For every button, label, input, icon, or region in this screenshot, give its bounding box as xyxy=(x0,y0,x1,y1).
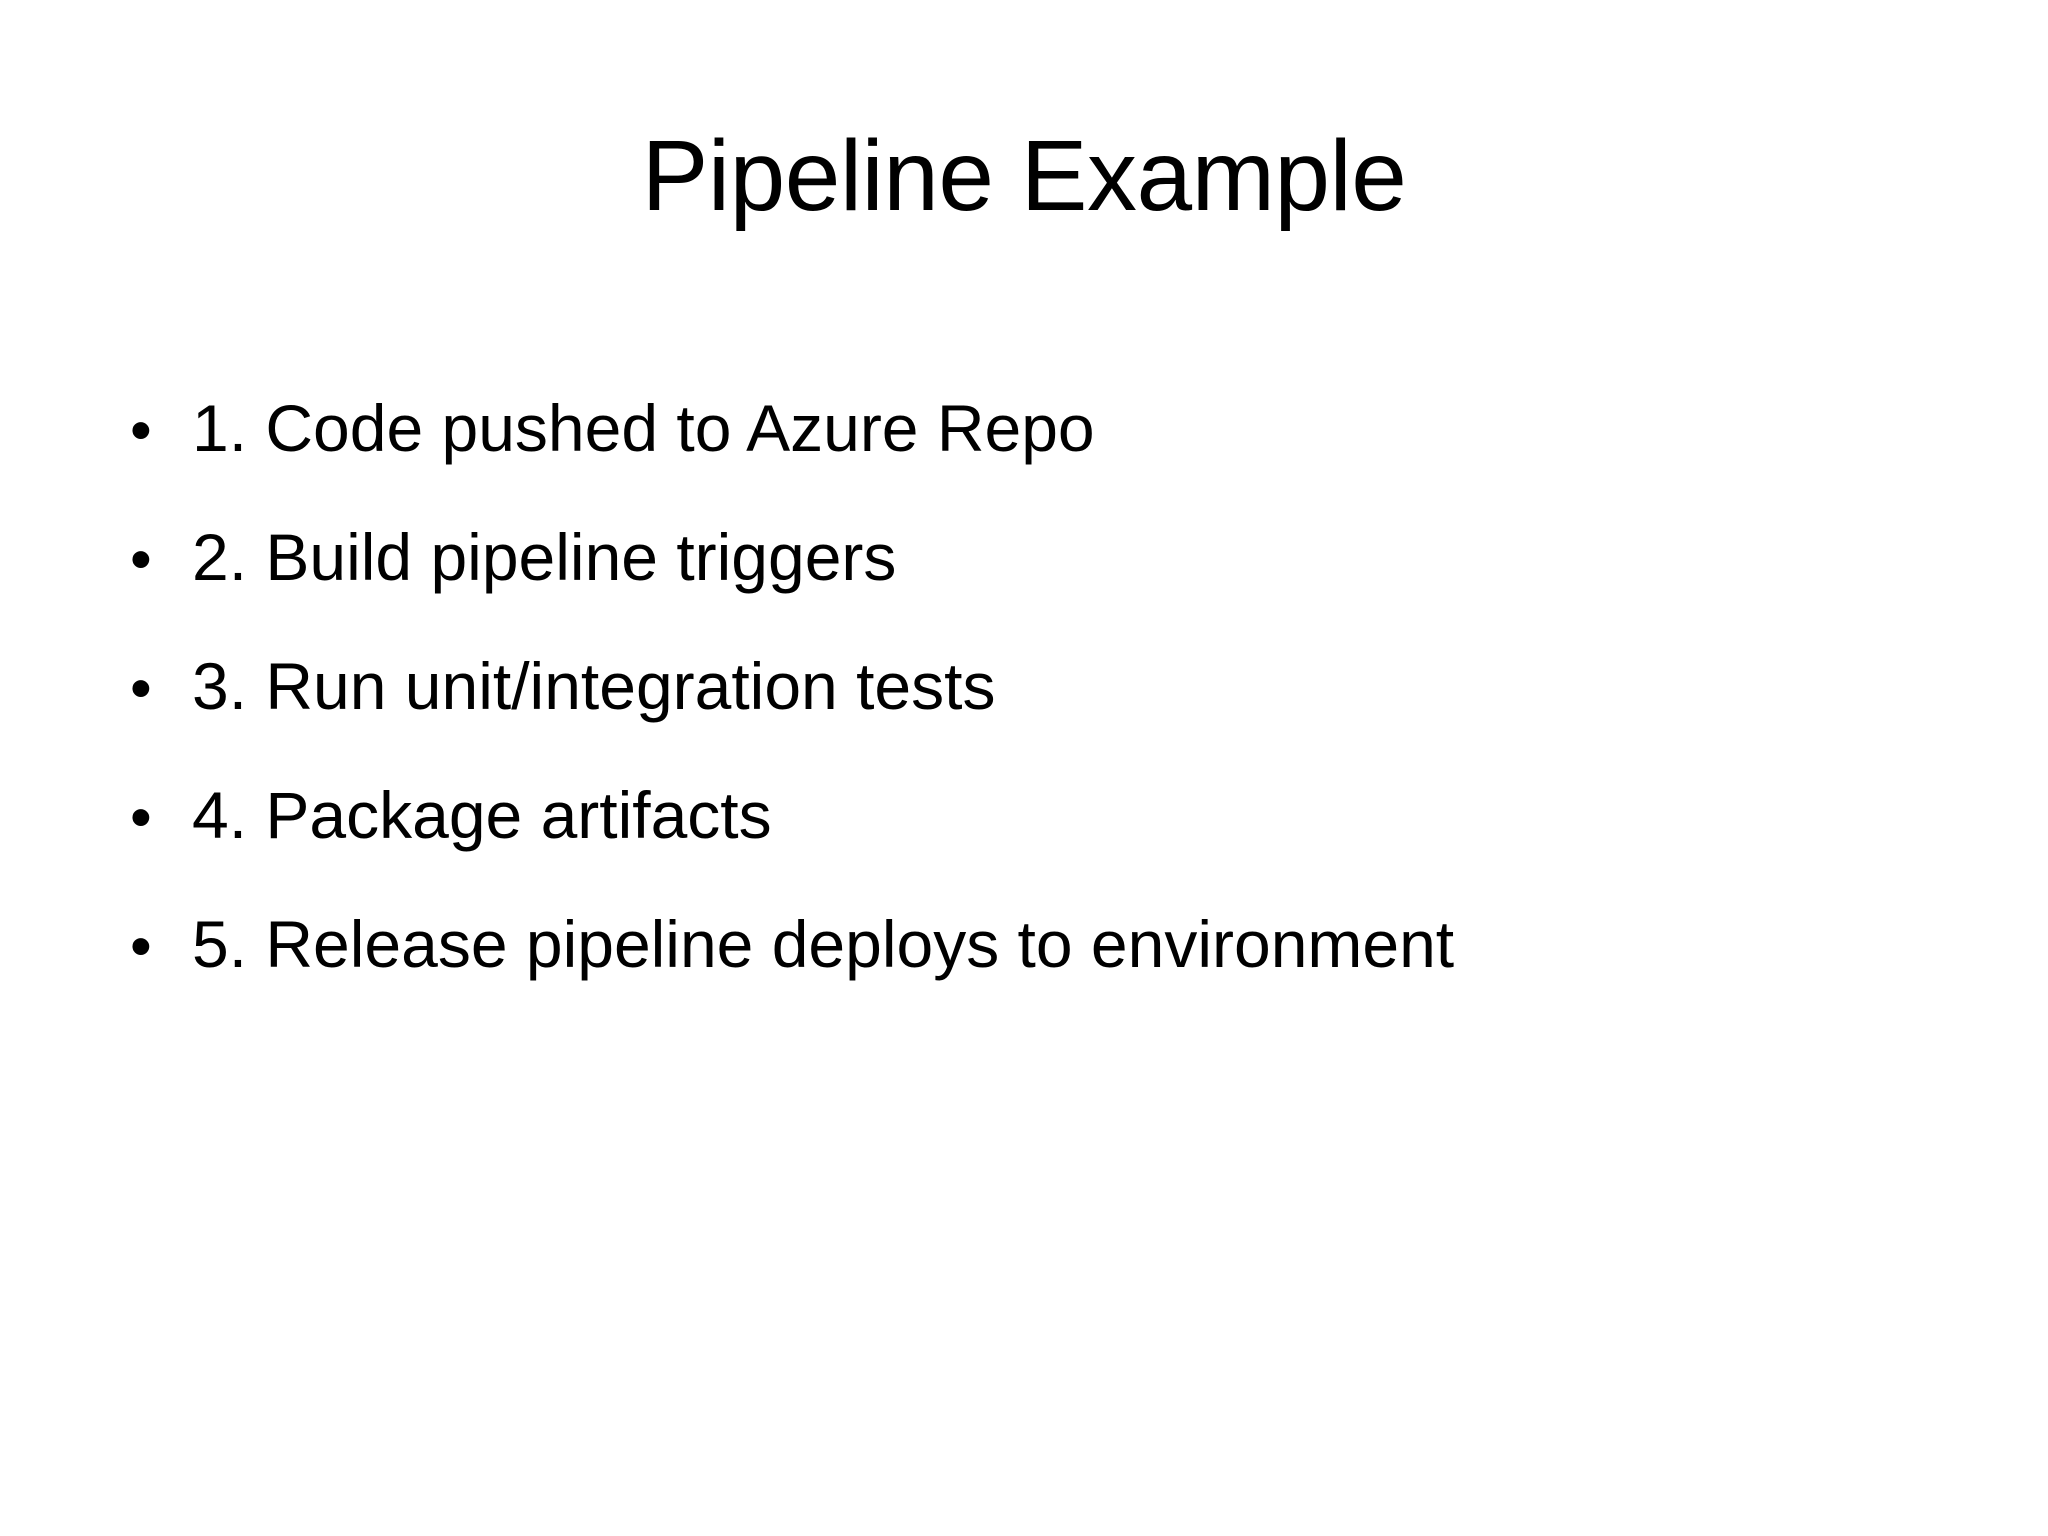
bullet-list: • 1. Code pushed to Azure Repo • 2. Buil… xyxy=(120,378,1940,1023)
bullet-dot-icon: • xyxy=(130,396,152,465)
list-item: • 2. Build pipeline triggers xyxy=(120,507,1940,636)
list-item-label: 5. Release pipeline deploys to environme… xyxy=(192,907,1455,981)
bullet-dot-icon: • xyxy=(130,525,152,594)
list-item-label: 4. Package artifacts xyxy=(192,778,772,852)
list-item: • 3. Run unit/integration tests xyxy=(120,636,1940,765)
list-item-label: 3. Run unit/integration tests xyxy=(192,649,996,723)
list-item: • 5. Release pipeline deploys to environ… xyxy=(120,894,1940,1023)
list-item: • 4. Package artifacts xyxy=(120,765,1940,894)
bullet-dot-icon: • xyxy=(130,912,152,981)
list-item: • 1. Code pushed to Azure Repo xyxy=(120,378,1940,507)
list-item-label: 1. Code pushed to Azure Repo xyxy=(192,391,1095,465)
bullet-dot-icon: • xyxy=(130,654,152,723)
bullet-dot-icon: • xyxy=(130,783,152,852)
page-title: Pipeline Example xyxy=(641,120,1407,232)
list-item-label: 2. Build pipeline triggers xyxy=(192,520,897,594)
